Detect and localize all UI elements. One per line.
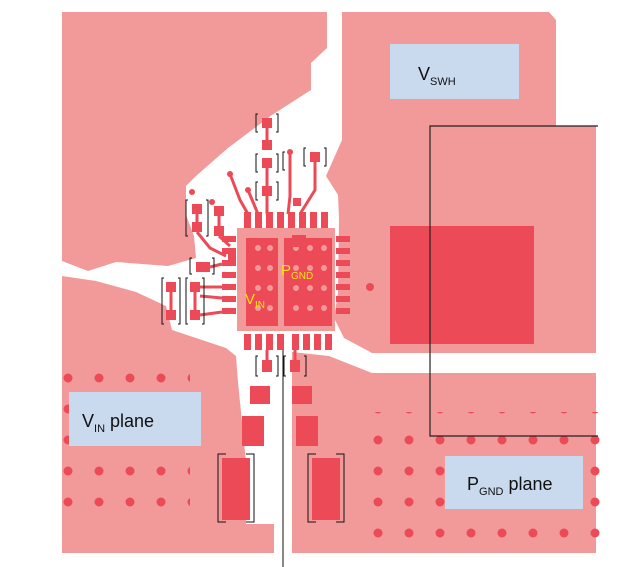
vin-plane-label: VIN plane: [69, 392, 201, 446]
bottom-passives: [217, 350, 345, 523]
svg-text:PGND plane: PGND plane: [467, 474, 553, 498]
ic-pins: [222, 212, 350, 350]
vswh-label: VSWH: [390, 44, 519, 99]
top-passives: [185, 113, 327, 258]
pad-gap: [278, 236, 284, 328]
left-passives: [161, 252, 236, 325]
svg-text:VIN: VIN: [245, 291, 265, 311]
svg-text:VIN plane: VIN plane: [82, 411, 154, 435]
vin-exposed-pad: [246, 238, 278, 326]
svg-text:VSWH: VSWH: [418, 64, 456, 88]
pgnd-exposed-pad: [284, 238, 332, 326]
svg-text:PGND: PGND: [281, 262, 313, 282]
side-via: [366, 283, 374, 291]
top-left-copper-pour: [62, 12, 327, 271]
inductor-outline: [429, 125, 598, 437]
thermal-vias: [255, 245, 327, 311]
pgnd-pad-label: PGND: [281, 262, 313, 282]
inductor-pad: [390, 226, 534, 344]
vin-pad-label: VIN: [245, 291, 265, 311]
pgnd-plane-label: PGND plane: [445, 456, 583, 509]
